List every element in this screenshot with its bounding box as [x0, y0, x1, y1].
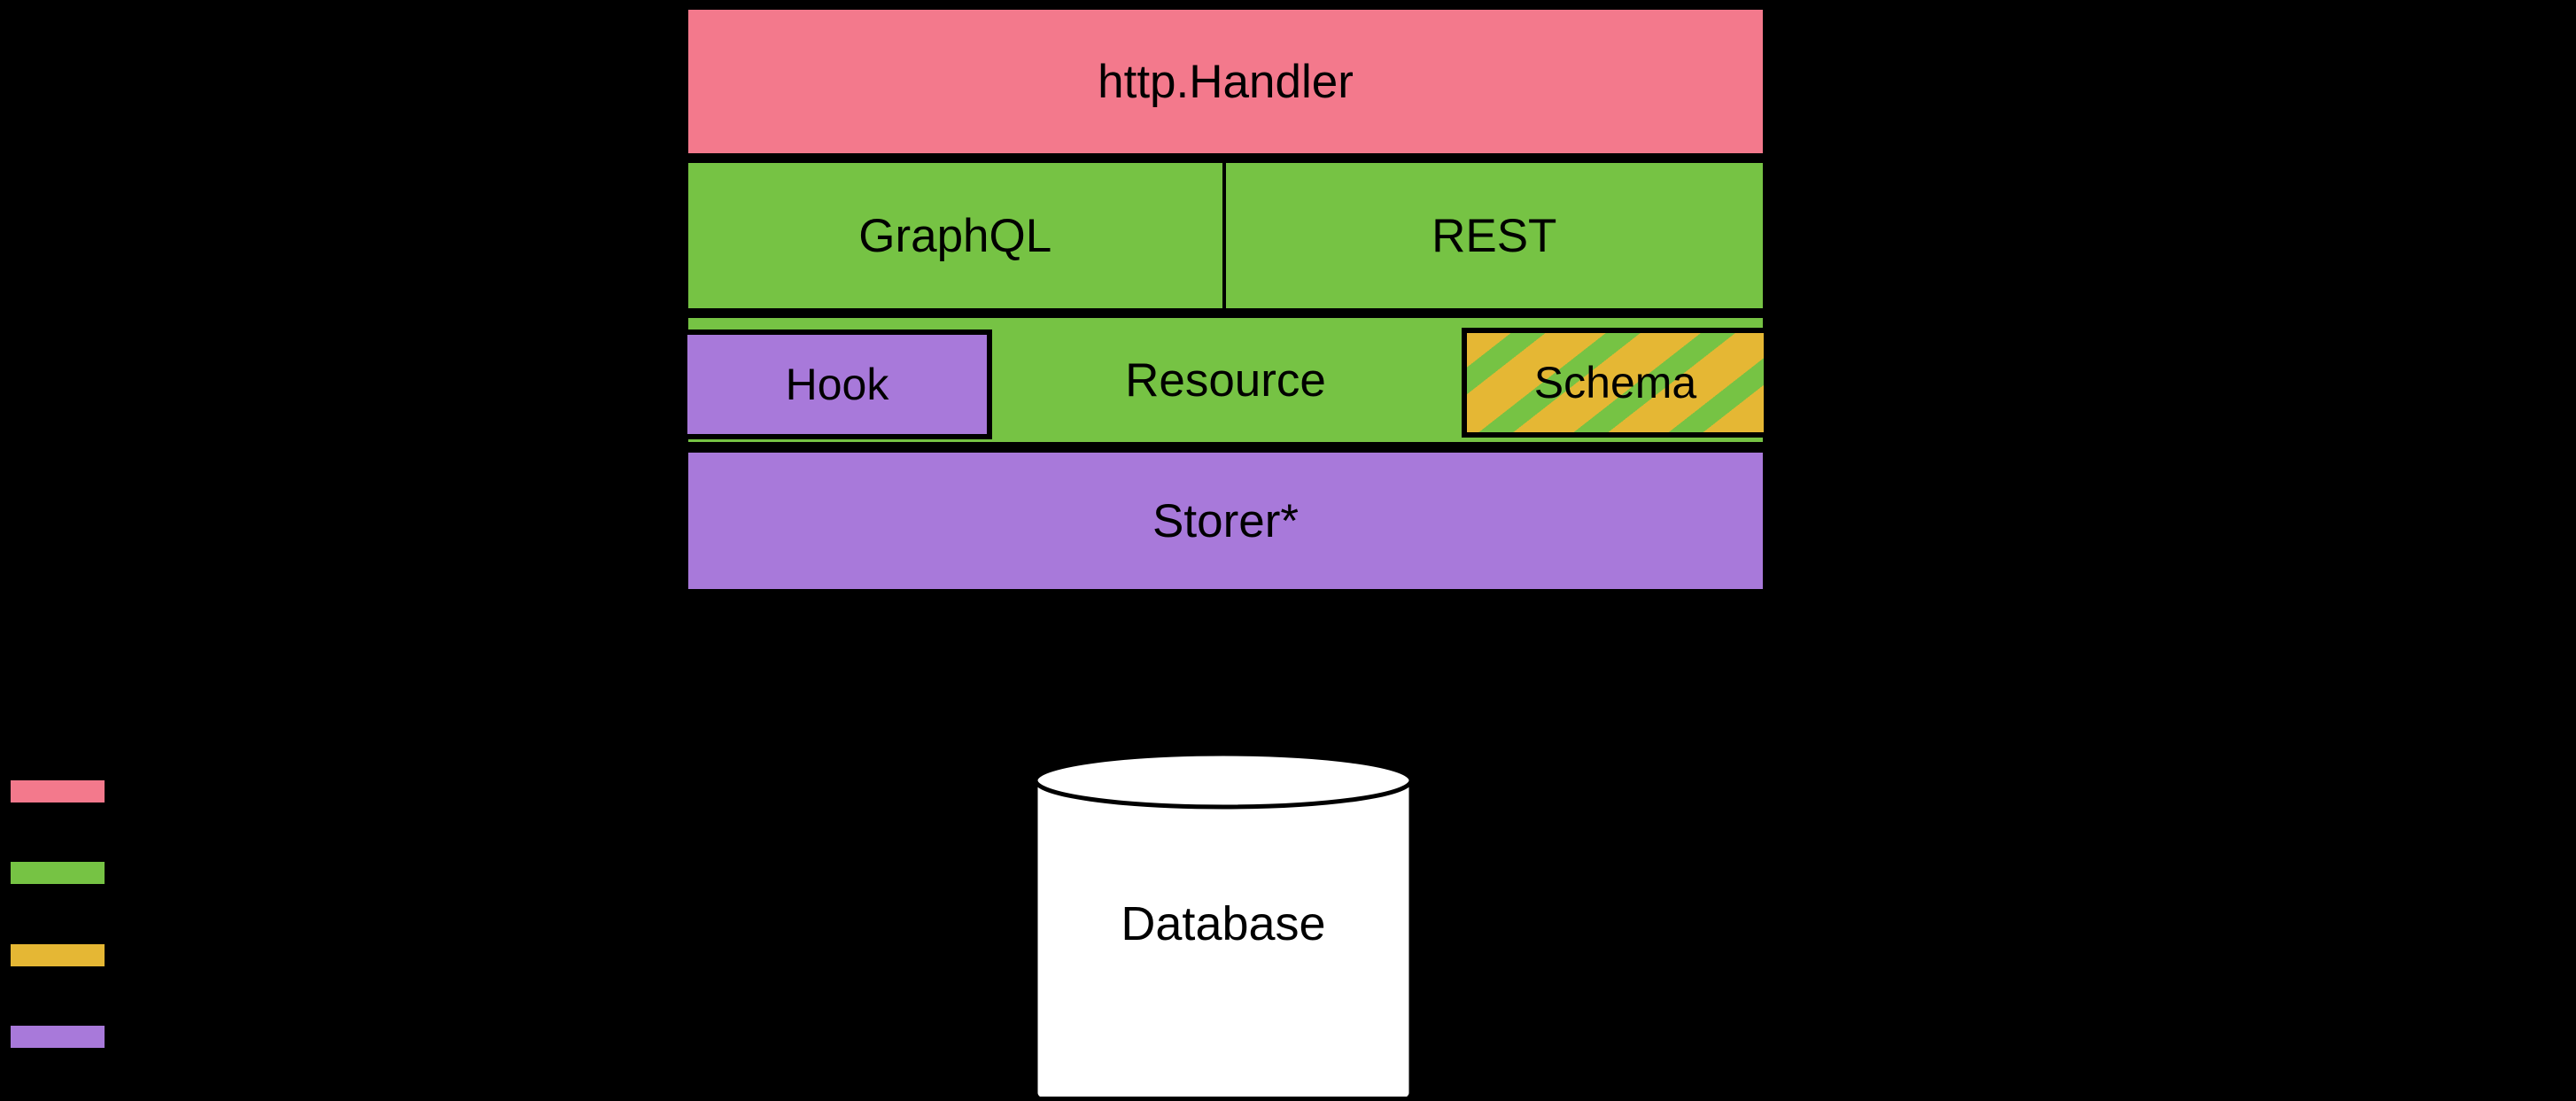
hook-label: Hook	[785, 360, 889, 409]
layer-http-handler[interactable]: http.Handler	[682, 4, 1769, 159]
node-hook[interactable]: Hook	[682, 330, 992, 439]
api-cell-rest[interactable]: REST	[1226, 163, 1764, 308]
http-handler-label: http.Handler	[1098, 55, 1354, 108]
database-cylinder-icon	[1033, 751, 1414, 1101]
node-schema[interactable]: Schema	[1462, 328, 1769, 438]
storer-label: Storer*	[1152, 494, 1299, 547]
layer-storer[interactable]: Storer*	[682, 446, 1769, 595]
legend-swatch-purple	[10, 1025, 105, 1049]
node-database[interactable]: Database	[1032, 751, 1415, 1101]
resource-label: Resource	[1125, 353, 1326, 407]
graphql-label: GraphQL	[858, 209, 1052, 262]
api-cell-graphql[interactable]: GraphQL	[688, 163, 1226, 308]
layer-api: GraphQL REST	[682, 157, 1769, 314]
legend-swatch-green	[10, 861, 105, 885]
architecture-stack: http.Handler GraphQL REST Resource Hook …	[682, 4, 1769, 595]
schema-label: Schema	[1533, 358, 1697, 407]
resource-label-wrap: Resource	[688, 318, 1763, 442]
legend-swatch-gold	[10, 943, 105, 967]
rest-label: REST	[1432, 209, 1557, 262]
legend-swatch-pink	[10, 779, 105, 803]
